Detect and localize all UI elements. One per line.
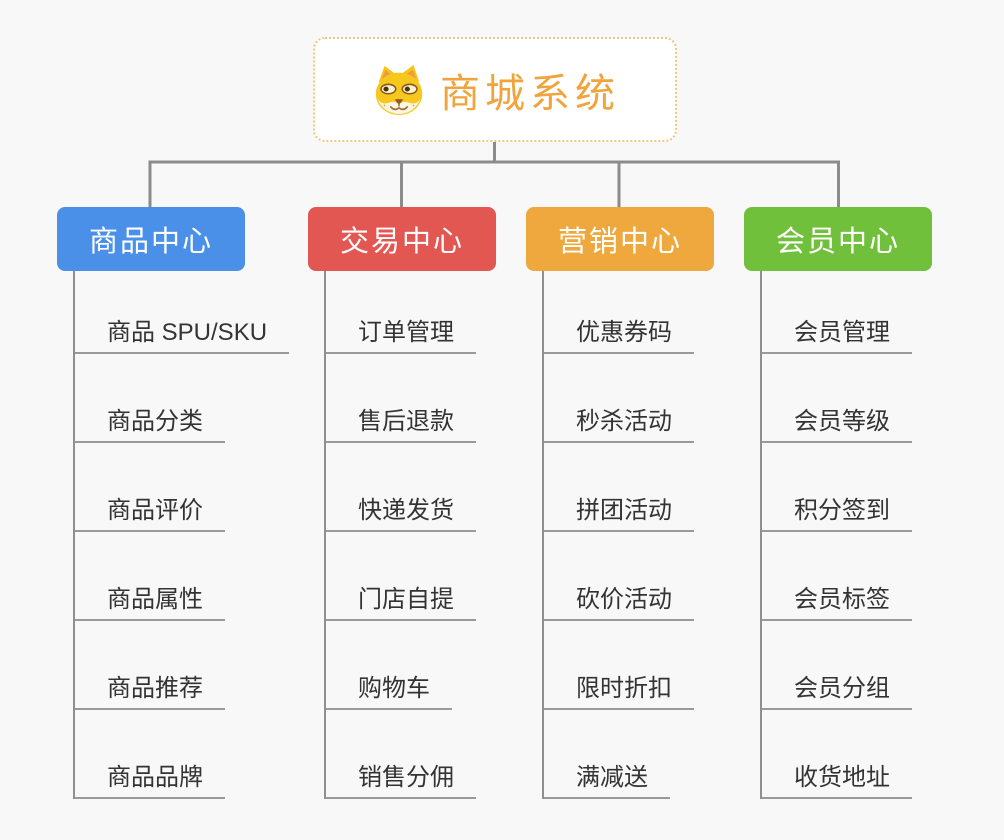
leaf-node[interactable]: 会员分组	[762, 675, 912, 710]
leaf-node[interactable]: 会员标签	[762, 586, 912, 621]
leaf-node[interactable]: 销售分佣	[326, 764, 476, 799]
leaf-node[interactable]: 售后退款	[326, 408, 476, 443]
leaf-node[interactable]: 满减送	[544, 764, 670, 799]
leaf-node[interactable]: 拼团活动	[544, 497, 694, 532]
branch-children: 优惠券码 秒杀活动 拼团活动 砍价活动 限时折扣 满减送	[542, 271, 694, 799]
leaf-node[interactable]: 积分签到	[762, 497, 912, 532]
branch-member-center: 会员中心 会员管理 会员等级 积分签到 会员标签 会员分组 收货地址	[744, 207, 932, 799]
branch-children: 订单管理 售后退款 快递发货 门店自提 购物车 销售分佣	[324, 271, 476, 799]
leaf-node[interactable]: 订单管理	[326, 319, 476, 354]
branch-children: 商品 SPU/SKU 商品分类 商品评价 商品属性 商品推荐 商品品牌	[73, 271, 290, 799]
leaf-node[interactable]: 收货地址	[762, 764, 912, 799]
branch-box-trade-center[interactable]: 交易中心	[308, 207, 496, 271]
leaf-node[interactable]: 商品分类	[75, 408, 225, 443]
leaf-node[interactable]: 商品属性	[75, 586, 225, 621]
branch-box-marketing-center[interactable]: 营销中心	[526, 207, 714, 271]
branch-box-product-center[interactable]: 商品中心	[57, 207, 245, 271]
branch-box-member-center[interactable]: 会员中心	[744, 207, 932, 271]
branch-trade-center: 交易中心 订单管理 售后退款 快递发货 门店自提 购物车 销售分佣	[308, 207, 496, 799]
leaf-node[interactable]: 商品 SPU/SKU	[75, 319, 290, 354]
branch-label: 营销中心	[557, 226, 682, 258]
leaf-node[interactable]: 商品评价	[75, 497, 225, 532]
leaf-node[interactable]: 商品品牌	[75, 764, 225, 799]
branch-marketing-center: 营销中心 优惠券码 秒杀活动 拼团活动 砍价活动 限时折扣 满减送	[526, 207, 714, 799]
branch-label: 商品中心	[88, 226, 213, 258]
branch-label: 交易中心	[339, 226, 464, 258]
doge-icon	[375, 64, 423, 115]
leaf-node[interactable]: 秒杀活动	[544, 408, 694, 443]
leaf-node[interactable]: 会员管理	[762, 319, 912, 354]
leaf-node[interactable]: 快递发货	[326, 497, 476, 532]
branch-label: 会员中心	[775, 226, 900, 258]
leaf-node[interactable]: 砍价活动	[544, 586, 694, 621]
leaf-node[interactable]: 会员等级	[762, 408, 912, 443]
root-node[interactable]: 商城系统	[313, 37, 677, 142]
branch-product-center: 商品中心 商品 SPU/SKU 商品分类 商品评价 商品属性 商品推荐 商品品牌	[57, 207, 290, 799]
page-title: 商城系统	[440, 71, 620, 116]
leaf-node[interactable]: 购物车	[326, 675, 452, 710]
leaf-node[interactable]: 商品推荐	[75, 675, 225, 710]
leaf-node[interactable]: 优惠券码	[544, 319, 694, 354]
leaf-node[interactable]: 门店自提	[326, 586, 476, 621]
branch-children: 会员管理 会员等级 积分签到 会员标签 会员分组 收货地址	[760, 271, 912, 799]
leaf-node[interactable]: 限时折扣	[544, 675, 694, 710]
